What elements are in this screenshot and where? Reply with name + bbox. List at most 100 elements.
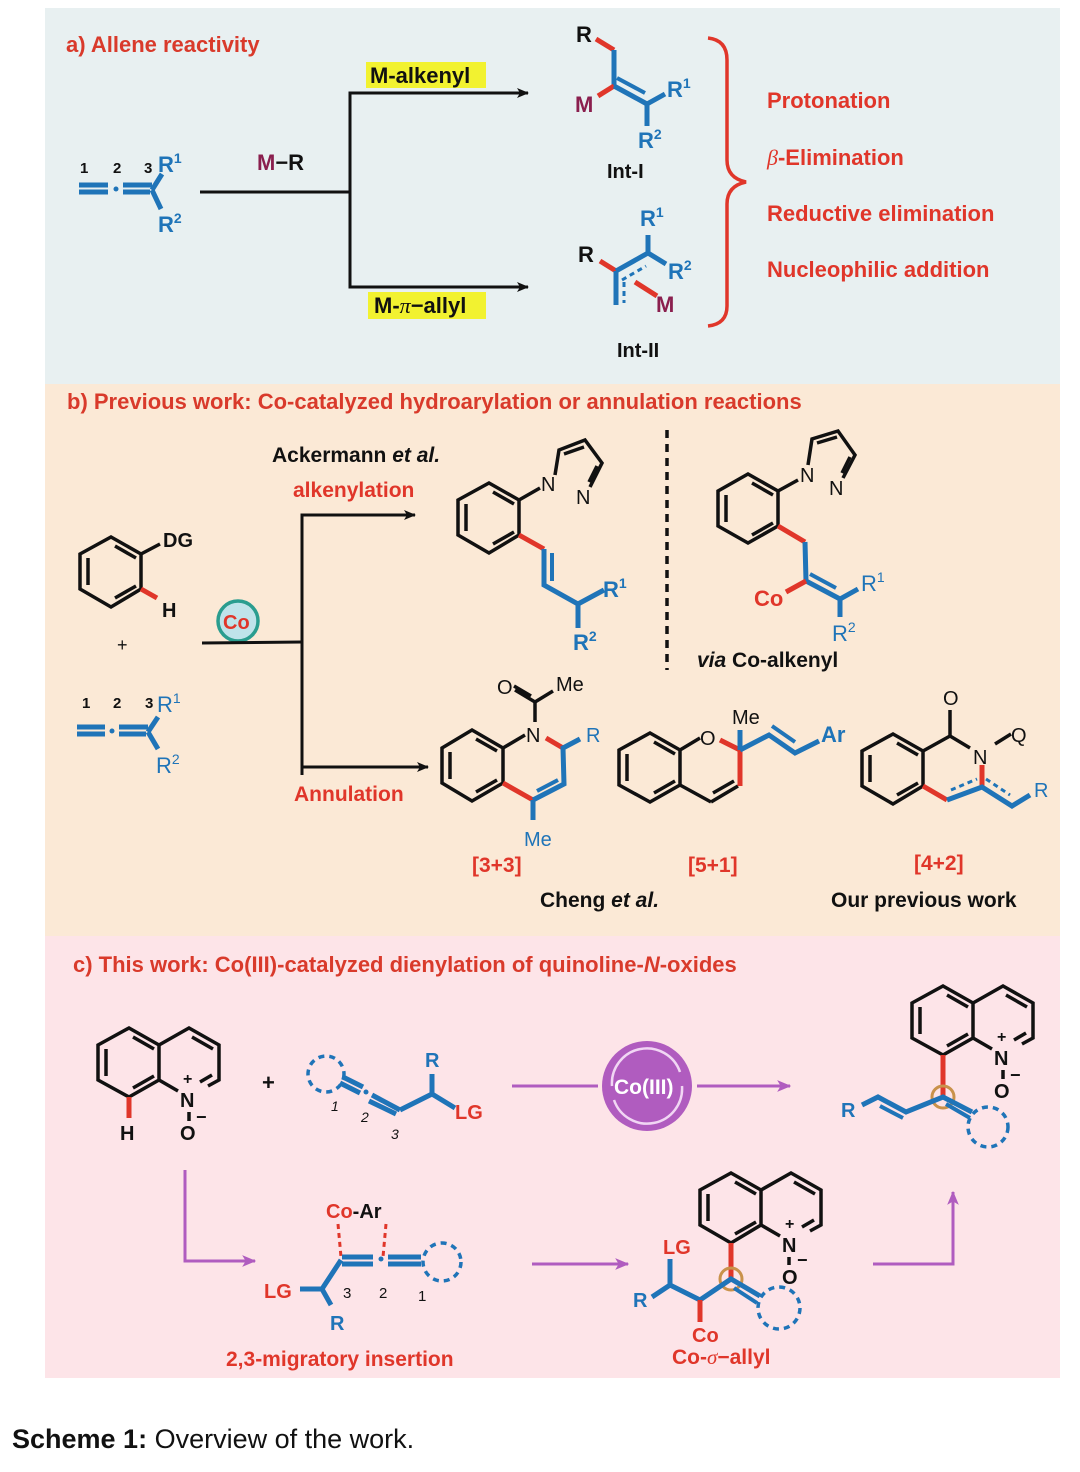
svg-text:R1: R1 [603,575,627,602]
svg-text:N: N [180,1090,194,1112]
svg-text:1: 1 [418,1288,426,1305]
co-alkenyl-intermediate: N N Co R1 R2 via Co-alkenyl [697,428,885,672]
svg-text:R1: R1 [640,204,664,231]
allene-structure-b: 1 2 3 R1 R2 [77,690,181,778]
svg-text:N: N [800,465,814,487]
svg-text:3: 3 [145,695,153,712]
cobalt-catalyst-icon: Co [216,599,260,643]
svg-text:H: H [120,1123,134,1145]
svg-text:LG: LG [264,1281,292,1303]
svg-text:Co: Co [754,586,783,611]
migratory-insertion-structure: Co-Ar LG R 3 2 1 2,3-migratory insertion [226,1201,463,1371]
svg-text:M: M [575,92,593,117]
product-4-2-annulation: O N Q R [4+2] [860,688,1048,875]
svg-text:LG: LG [663,1237,691,1259]
position-3-label: 3 [144,160,152,177]
svg-text:1: 1 [82,695,90,712]
product-5-1-annulation: O Me Ar [5+1] [617,707,846,877]
mechanism-flow-arrows [183,1170,959,1270]
panel-c-title: c) This work: Co(III)-catalyzed dienylat… [73,952,737,977]
svg-text:R2: R2 [573,628,597,655]
tag-5-1: [5+1] [688,854,738,877]
svg-text:Me: Me [732,707,760,729]
dg-label: DG [163,530,193,552]
svg-text:+: + [997,1029,1006,1046]
allene-structure-a: 1 2 3 R1 R2 [79,150,182,237]
svg-text:R: R [330,1313,345,1335]
svg-text:O: O [943,688,959,710]
svg-text:O: O [180,1123,196,1145]
svg-text:O: O [782,1267,798,1289]
scheme-figure: a) Allene reactivity 1 2 3 R1 R2 M−R M-a… [45,8,1060,1378]
svg-text:3: 3 [391,1126,399,1142]
h-label: H [162,600,176,622]
svg-text:R1: R1 [158,150,182,177]
svg-text:2: 2 [360,1109,369,1125]
panel-b-background [45,384,1060,936]
panel-a: a) Allene reactivity 1 2 3 R1 R2 M−R M-a… [66,22,994,362]
branch-arrows-a [200,88,529,292]
svg-text:R1: R1 [157,690,181,717]
svg-text:R2: R2 [638,126,662,153]
co-sigma-allyl-intermediate: LG R Co N + O − Co-σ−allyl [633,1170,823,1369]
m-pi-allyl-label: M-π−allyl [374,293,466,318]
svg-text:R: R [841,1100,856,1122]
migratory-insertion-label: 2,3-migratory insertion [226,1348,454,1371]
figure-caption: Scheme 1: Overview of the work. [12,1424,414,1455]
svg-text:2: 2 [113,695,121,712]
svg-text:2: 2 [379,1285,387,1302]
svg-text:N: N [782,1235,796,1257]
ackermann-label: Ackermann et al. [272,444,440,467]
panel-c-background [45,936,1060,1378]
reaction-outcomes-list: Protonation β-Elimination Reductive elim… [766,88,994,282]
arene-dg-structure [78,534,161,610]
svg-text:R2: R2 [158,210,182,237]
int-ii-structure: R R1 R2 M Int-II [578,204,692,362]
annulation-label: Annulation [294,783,404,806]
cheng-label: Cheng et al. [540,889,659,912]
m-alkenyl-highlight [366,62,486,88]
r1-label: R [158,152,174,177]
svg-text:−: − [196,1107,207,1127]
curly-brace [707,36,747,328]
svg-text:O: O [994,1081,1010,1103]
panel-b-title: b) Previous work: Co-catalyzed hydroaryl… [67,389,802,414]
co-iii-label: Co(III) [614,1076,673,1099]
tag-4-2: [4+2] [914,852,964,875]
svg-text:3: 3 [343,1285,351,1302]
svg-text:+: + [785,1216,794,1233]
svg-text:Me: Me [524,829,552,851]
branch-arrows-b [201,510,429,775]
svg-text:N: N [576,487,590,509]
svg-text:R: R [576,22,592,47]
our-previous-work-label: Our previous work [831,889,1017,912]
plus-sign-c: + [262,1070,275,1095]
svg-text:O: O [700,728,716,750]
outcome-protonation: Protonation [767,88,890,113]
panel-b: b) Previous work: Co-catalyzed hydroaryl… [67,389,1048,912]
r2-label: R [158,212,174,237]
svg-text:O: O [497,677,513,699]
m-pi-allyl-highlight [368,292,486,319]
svg-text:N: N [829,478,843,500]
svg-text:R: R [633,1290,648,1312]
reagent-label: M−R [257,150,304,175]
svg-text:R1: R1 [861,569,885,596]
product-3-3-annulation: O Me N R Me [3+3] [440,674,600,877]
panel-c: c) This work: Co(III)-catalyzed dienylat… [73,952,1035,1371]
outcome-nucleophilic-addition: Nucleophilic addition [767,257,989,282]
allenyl-reactant: 1 2 3 R LG [306,1050,483,1142]
svg-text:R: R [586,725,600,747]
svg-text:+: + [183,1071,192,1088]
svg-text:Co: Co [692,1325,719,1347]
svg-text:−: − [797,1250,808,1270]
svg-text:−: − [1010,1065,1021,1085]
co-sigma-allyl-label: Co-σ−allyl [672,1345,771,1369]
svg-text:R2: R2 [832,619,856,646]
svg-text:R1: R1 [667,75,691,102]
plus-sign: + [117,635,128,655]
dienylated-product: R N + O − [841,983,1035,1149]
svg-text:Ar: Ar [821,722,846,747]
co-iii-catalyst-arrow: Co(III) [512,1041,792,1131]
svg-text:M: M [656,292,674,317]
